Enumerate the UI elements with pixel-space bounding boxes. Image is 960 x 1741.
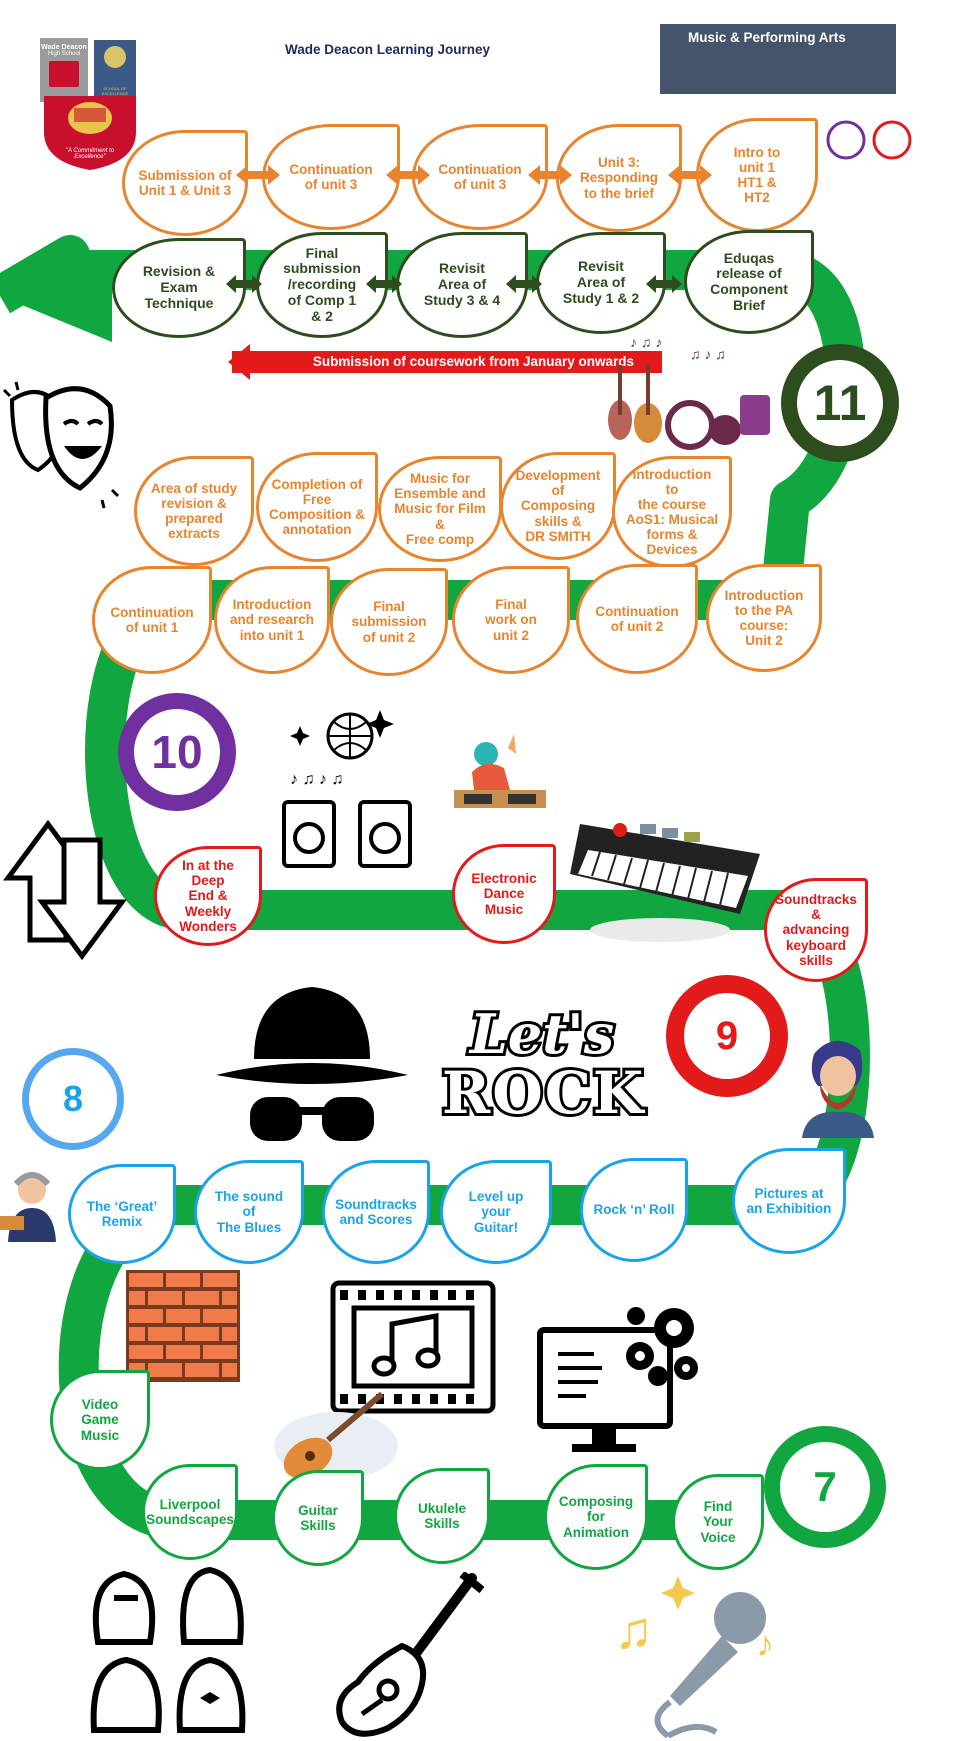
purple-ring-icon: [826, 120, 866, 160]
y7-step-3: Guitar Skills: [272, 1470, 364, 1566]
y10-bottom-step-4: Final work on unit 2: [452, 566, 570, 674]
band-faces-icon: [90, 1566, 246, 1733]
y10-bottom-step-1: Continuation of unit 1: [92, 566, 212, 674]
year-10-label: 10: [151, 726, 203, 778]
year-8-label: 8: [62, 1078, 84, 1119]
coursework-banner: Submission of coursework from January on…: [232, 351, 662, 373]
department-box: Music & Performing Arts: [660, 24, 896, 94]
composer-portrait-icon: [802, 1040, 874, 1138]
y10-bottom-step-2: Introduction and research into unit 1: [214, 566, 330, 674]
lets-rock-line-2: ROCK: [439, 1059, 646, 1127]
y10-top-step-2: Completion of Free Composition & annotat…: [256, 452, 378, 562]
y10-top-step-3: Music for Ensemble and Music for Film & …: [378, 456, 502, 562]
dj-icon: [454, 734, 546, 808]
badge-text: SCHOOL OF EXCELLENCE: [101, 86, 129, 96]
y7-step-1: Video Game Music: [50, 1370, 150, 1470]
y7-step-4: Ukulele Skills: [394, 1468, 490, 1564]
y10-bottom-step-6: Introduction to the PA course: Unit 2: [706, 564, 822, 672]
y10-top-step-5: Introduction to the course AoS1: Musical…: [612, 456, 732, 568]
y11-top-step-1: Submission of Unit 1 & Unit 3: [122, 130, 248, 236]
year-11-badge: 11: [781, 344, 899, 462]
school-logo: Wade Deacon High School: [40, 38, 88, 102]
y7-step-5: Composing for Animation: [544, 1464, 648, 1570]
logo-crown-icon: [49, 61, 79, 87]
y9-step-3: Soundtracks & advancing keyboard skills: [764, 878, 868, 982]
year-11-label: 11: [813, 375, 867, 431]
year-9-badge: 9: [666, 975, 788, 1097]
music-instruments-icon: ♪ ♫ ♪ ♫ ♪ ♫: [608, 335, 770, 450]
school-badge: SCHOOL OF EXCELLENCE: [94, 40, 136, 104]
up-down-arrows-icon: [3, 820, 127, 960]
svg-text:♪ ♫ ♪: ♪ ♫ ♪: [630, 335, 662, 350]
brick-wall-icon: [126, 1270, 240, 1382]
y7-step-2: Liverpool Soundscapes: [142, 1464, 238, 1560]
y11-top-step-4: Unit 3: Responding to the brief: [556, 124, 682, 232]
year-9-label: 9: [715, 1013, 739, 1058]
y11-bottom-arrows: [226, 275, 682, 293]
speaker-icon: [282, 800, 412, 868]
computer-gears-icon: [537, 1307, 698, 1452]
y8-step-6: Pictures at an Exhibition: [732, 1148, 846, 1254]
y11-bottom-step-1: Revision & Exam Technique: [112, 238, 246, 338]
year-8-badge: 8: [22, 1048, 124, 1150]
y10-bottom-step-3: Final submission of unit 2: [330, 568, 448, 676]
y7-step-6: Find Your Voice: [672, 1474, 764, 1570]
legend-circles: [826, 120, 912, 160]
svg-text:♫ ♪ ♫: ♫ ♪ ♫: [690, 346, 726, 362]
y10-top-step-4: Development of Composing skills & DR SMI…: [500, 452, 616, 560]
logo-line-2: High School: [47, 51, 81, 57]
red-ring-icon: [872, 120, 912, 160]
lets-rock-graphic: Let's ROCK: [439, 1002, 646, 1127]
y10-bottom-step-5: Continuation of unit 2: [576, 564, 698, 674]
acoustic-guitar-icon: [336, 1572, 484, 1737]
lets-rock-line-1: Let's: [467, 1002, 617, 1066]
page-title: Wade Deacon Learning Journey: [285, 42, 491, 57]
svg-text:♫: ♫: [614, 1602, 653, 1660]
y10-top-step-1: Area of study revision & prepared extrac…: [134, 456, 254, 566]
y11-bottom-step-3: Revisit Area of Study 3 & 4: [396, 232, 528, 338]
y11-bottom-step-2: Final submission /recording of Comp 1 & …: [256, 232, 388, 338]
y8-step-2: The sound of The Blues: [194, 1160, 304, 1264]
logo-line-1: Wade Deacon: [41, 44, 87, 51]
y11-bottom-step-4: Revisit Area of Study 1 & 2: [536, 232, 666, 334]
disco-ball-icon: ♪ ♫ ♪ ♫: [282, 710, 412, 868]
theatre-masks-icon: [2, 381, 120, 509]
y11-top-step-2: Continuation of unit 3: [262, 124, 400, 230]
beethoven-icon: [0, 1172, 56, 1242]
year-7-label: 7: [813, 1463, 837, 1510]
y8-step-4: Level up your Guitar!: [440, 1160, 552, 1264]
year-10-badge: 10: [118, 693, 236, 811]
y8-step-5: Rock ‘n’ Roll: [580, 1158, 688, 1262]
y11-top-arrows: [236, 165, 712, 185]
beehive-icon: [104, 46, 126, 68]
microphone-icon: ♫ ♪: [614, 1576, 774, 1738]
film-music-icon: [330, 1280, 496, 1414]
crest-motto: "A Commitment to Excellence": [65, 148, 115, 160]
guitar-icon: [274, 1391, 398, 1480]
y8-step-3: Soundtracks and Scores: [322, 1160, 430, 1264]
y9-step-2: Electronic Dance Music: [452, 844, 556, 944]
school-crest-icon: [44, 96, 136, 170]
svg-text:♪ ♫ ♪ ♫: ♪ ♫ ♪ ♫: [290, 771, 343, 788]
fedora-sunglasses-icon: [216, 987, 408, 1141]
y11-bottom-step-5: Eduqas release of Component Brief: [684, 230, 814, 334]
y9-step-1: In at the Deep End & Weekly Wonders: [154, 846, 262, 946]
year-7-badge: 7: [764, 1426, 886, 1548]
keyboard-icon: [570, 823, 760, 942]
y8-step-1: The ‘Great’ Remix: [68, 1164, 176, 1264]
